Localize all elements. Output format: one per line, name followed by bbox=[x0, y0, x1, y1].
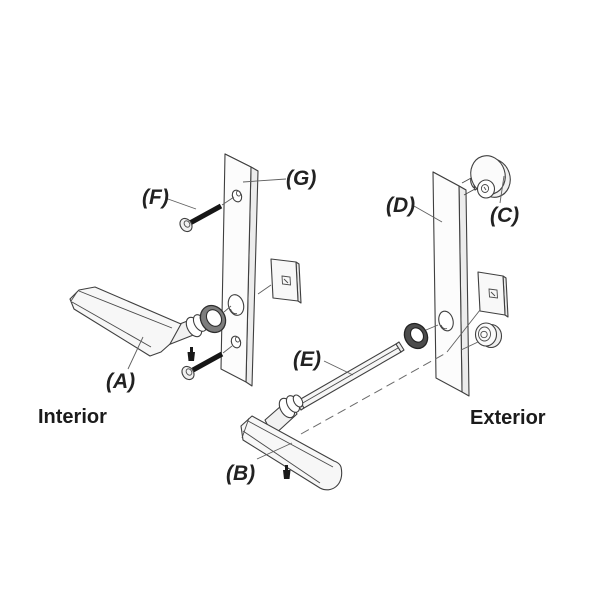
cylinder-plug bbox=[476, 179, 496, 199]
fixing-nut bbox=[460, 322, 503, 351]
spindle-bar bbox=[295, 341, 405, 411]
mounting-screw-bottom bbox=[181, 345, 233, 381]
part-label-d: (D) bbox=[386, 194, 415, 217]
set-screw-tip bbox=[285, 465, 288, 470]
label-e-leader-line bbox=[323, 360, 354, 376]
exterior-set-screw bbox=[283, 465, 291, 479]
nut-recess bbox=[478, 326, 491, 342]
backplate-front-face bbox=[432, 171, 463, 393]
screw-leader-line bbox=[221, 196, 235, 206]
part-label-c: (C) bbox=[490, 204, 519, 227]
fixing-plate-square-hole bbox=[488, 288, 498, 299]
screw-head-recess bbox=[185, 368, 193, 376]
label-f-leader-line bbox=[167, 198, 197, 210]
washer-leader-line bbox=[223, 305, 232, 313]
exterior-backplate bbox=[432, 171, 470, 397]
nut-leader-line bbox=[460, 341, 479, 351]
handle-grip bbox=[69, 286, 182, 357]
edge-line bbox=[71, 301, 152, 348]
handle-grip bbox=[240, 415, 343, 491]
side-label-interior: Interior bbox=[38, 406, 107, 428]
handle-spindle-boss bbox=[292, 394, 304, 408]
screw-shaft bbox=[188, 203, 223, 226]
washer-bore bbox=[409, 327, 425, 343]
screw-head bbox=[179, 217, 193, 233]
cylinder-keyway-mark bbox=[483, 186, 487, 191]
screw-head-recess bbox=[183, 220, 191, 228]
spindle-hole-depth-line bbox=[230, 308, 238, 315]
part-label-g: (G) bbox=[286, 167, 316, 190]
mounting-screw-top bbox=[179, 196, 235, 233]
part-label-b: (B) bbox=[226, 462, 255, 485]
cylinder-barrel-line bbox=[463, 188, 476, 196]
edge-line bbox=[70, 291, 78, 302]
set-screw-body bbox=[187, 352, 195, 361]
exterior-rose-washer bbox=[403, 322, 439, 350]
washer-bore bbox=[205, 309, 223, 327]
handle-leader-line bbox=[256, 442, 293, 460]
fixing-plate-square-hole bbox=[281, 275, 291, 286]
part-label-f: (F) bbox=[142, 186, 169, 209]
fixing-plate-face bbox=[477, 271, 506, 316]
edge-line bbox=[241, 417, 250, 439]
screw-hole-bottom bbox=[230, 335, 242, 349]
part-label-e: (E) bbox=[293, 348, 321, 371]
lock-cylinder bbox=[461, 155, 511, 204]
backplate-front-face bbox=[220, 153, 252, 383]
exterior-lever-handle bbox=[240, 394, 343, 491]
edge-line bbox=[78, 290, 173, 329]
label-g-leader-line bbox=[242, 178, 287, 183]
interior-assembly: (F) (G) (A) Interior bbox=[38, 153, 316, 428]
part-label-a: (A) bbox=[106, 370, 135, 393]
spindle-hole bbox=[438, 310, 454, 332]
set-screw-tip bbox=[190, 347, 193, 352]
interior-fixing-plate bbox=[257, 258, 302, 304]
screw-shaft bbox=[191, 351, 224, 373]
screw-hole-top-countersink bbox=[235, 190, 242, 197]
spindle-hole bbox=[227, 294, 245, 316]
fixing-plate-leader-line bbox=[257, 284, 272, 295]
handle-leader-line bbox=[127, 336, 144, 370]
cylinder-keyway bbox=[480, 184, 490, 193]
washer-leader-line bbox=[425, 324, 439, 331]
interior-rose-washer bbox=[199, 304, 232, 334]
nut-bore bbox=[480, 330, 488, 339]
spindle-hole-depth-line bbox=[440, 324, 448, 330]
label-c-leader-line bbox=[499, 175, 505, 204]
edge-line bbox=[242, 430, 321, 484]
set-screw-body bbox=[283, 470, 291, 479]
screw-leader-line bbox=[222, 345, 233, 354]
fixing-plate-hole-mark bbox=[490, 291, 496, 297]
exterior-assembly: (D) (C) (E) (B) Exterior bbox=[226, 155, 546, 491]
label-d-leader-line bbox=[413, 205, 443, 223]
interior-backplate bbox=[220, 153, 259, 387]
spindle-end-face bbox=[395, 341, 405, 353]
interior-set-screw bbox=[187, 347, 195, 361]
edge-line bbox=[300, 347, 399, 405]
screw-hole-bottom-countersink bbox=[234, 336, 241, 343]
side-label-exterior: Exterior bbox=[470, 407, 546, 429]
fixing-plate-hole-mark bbox=[283, 278, 289, 284]
exterior-fixing-plate bbox=[446, 271, 509, 353]
fixing-plate-leader-line bbox=[446, 309, 481, 353]
